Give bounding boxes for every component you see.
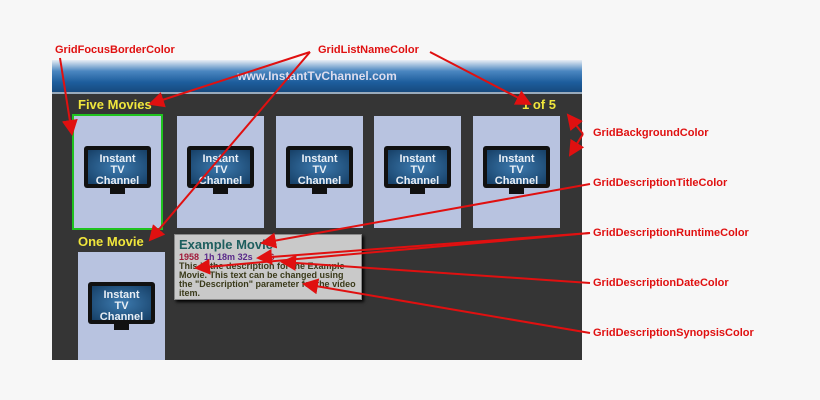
annotation-arrow [280, 254, 591, 284]
tile-logo-line2: TV Channel [297, 164, 342, 187]
description-synopsis: This is the description for the Example … [179, 261, 356, 298]
annotation-arrow [568, 133, 585, 157]
annotation-description-synopsis: GridDescriptionSynopsisColor [593, 327, 754, 339]
list-name-five-movies: Five Movies [78, 97, 152, 112]
tile-logo-line1: Instant [103, 289, 140, 301]
tile-logo-line2: TV Channel [198, 164, 243, 187]
annotation-focus-border: GridFocusBorderColor [55, 44, 175, 56]
annotation-arrow [260, 183, 591, 249]
tile-logo-line2: TV Channel [95, 164, 140, 187]
tile-logo-line1: Instant [202, 153, 239, 165]
tile-logo-line1: Instant [301, 153, 338, 165]
tile-logo-line2: TV Channel [494, 164, 539, 187]
tile-logo-line1: Instant [99, 153, 136, 165]
annotation-arrow [148, 51, 311, 242]
annotation-background: GridBackgroundColor [593, 127, 709, 139]
tile-logo-line2: TV Channel [99, 300, 144, 323]
site-title: www.InstantTvChannel.com [237, 69, 397, 83]
tile-logo-line1: Instant [498, 153, 535, 165]
description-date: 1958 [179, 252, 200, 262]
annotation-arrow [302, 278, 591, 334]
annotation-description-title: GridDescriptionTitleColor [593, 177, 728, 189]
annotation-arrow [194, 232, 591, 275]
annotation-list-name: GridListNameColor [318, 44, 419, 56]
annotation-arrow [148, 51, 311, 108]
header-banner: www.InstantTvChannel.com [52, 60, 582, 94]
annotation-arrow [59, 57, 78, 136]
description-title: Example Movie [179, 237, 273, 252]
annotation-description-date: GridDescriptionDateColor [593, 277, 729, 289]
annotation-arrow [566, 113, 584, 135]
tile-logo-line2: TV Channel [395, 164, 440, 187]
description-runtime: 1h 18m 32s [204, 252, 253, 262]
tile-logo-line1: Instant [399, 153, 436, 165]
annotation-arrow [429, 51, 532, 105]
list-name-one-movie: One Movie [78, 234, 144, 249]
annotation-description-runtime: GridDescriptionRuntimeColor [593, 227, 749, 239]
